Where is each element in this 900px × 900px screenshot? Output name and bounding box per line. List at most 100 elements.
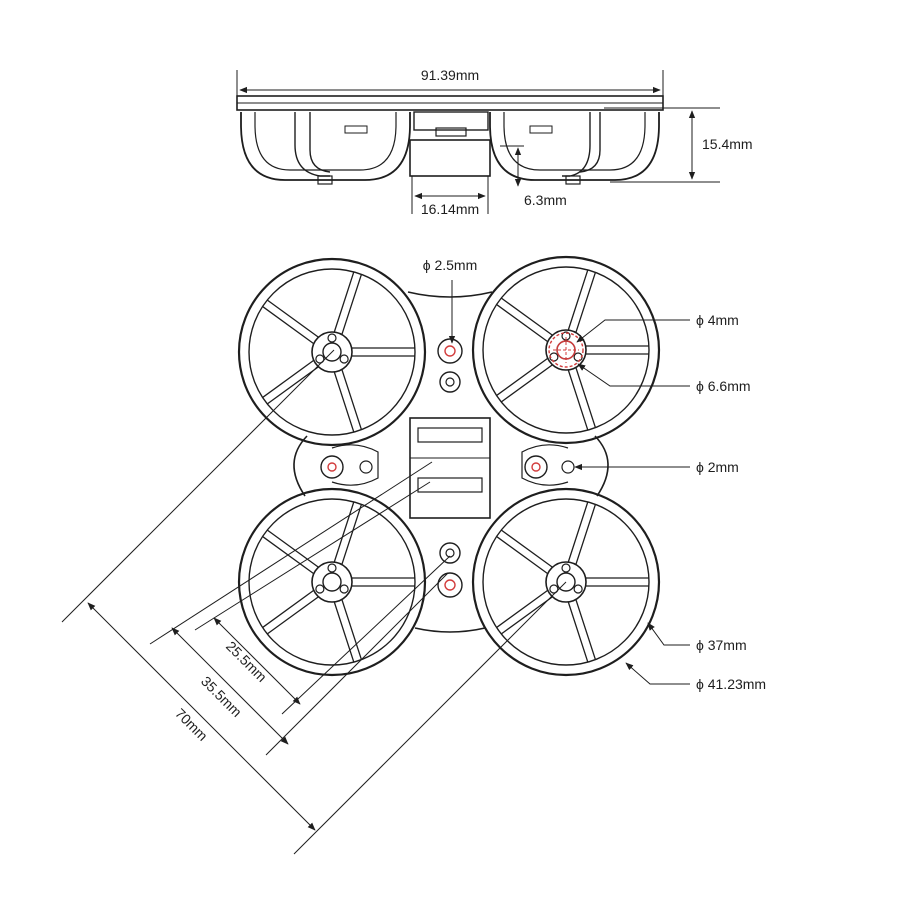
- motor-screw-hole-rear-left-2: [339, 584, 349, 594]
- diag-ext-25-5-end: [281, 555, 451, 715]
- phi-37-label: ϕ 37mm: [696, 637, 747, 653]
- body-bottom-edge: [414, 627, 486, 633]
- left-motor-arm-inner: [309, 112, 331, 173]
- left-duct-slot: [344, 125, 368, 134]
- phi-2-5-label: ϕ 2.5mm: [423, 257, 478, 273]
- duct-spoke-rear-right-3b: [575, 599, 597, 660]
- front-mount-hole: [444, 345, 456, 357]
- duct-inner-ring-rear-left: [248, 498, 416, 666]
- duct-spoke-front-right-1a: [575, 272, 597, 333]
- phi-2-label: ϕ 2mm: [696, 459, 739, 475]
- right-side-screw: [561, 460, 575, 474]
- phi-6-6-leader: [577, 363, 690, 387]
- body-top-edge: [407, 291, 493, 298]
- right-motor-arm-inner: [579, 112, 601, 173]
- duct-spoke-rear-right-1a: [575, 504, 597, 565]
- duct-spoke-front-right-5b: [496, 303, 548, 343]
- duct-spoke-front-left-3a: [333, 372, 355, 433]
- left-side-hole: [327, 462, 337, 472]
- right-side-arc: [594, 435, 609, 497]
- right-duct-guard-outer: [489, 112, 660, 181]
- diag-35-5-label: 35.5mm: [198, 673, 245, 720]
- front-screw-hole: [445, 377, 455, 387]
- diag-ext-70-end: [293, 581, 567, 855]
- diag-70-label: 70mm: [172, 705, 211, 744]
- motor-screw-hole-front-left-1: [327, 333, 337, 343]
- phi-4-leader: [576, 319, 690, 343]
- duct-spoke-rear-right-5b: [496, 535, 548, 575]
- duct-spoke-rear-right-1b: [567, 501, 589, 562]
- duct-spoke-rear-left-1b: [333, 501, 355, 562]
- rear-screw-boss: [439, 542, 461, 564]
- duct-spoke-front-right-4a: [496, 357, 548, 397]
- rear-screw-hole: [445, 548, 455, 558]
- front-screw-boss: [439, 371, 461, 393]
- battery-bay-connector: [435, 127, 467, 137]
- motor-screw-hole-rear-right-2: [573, 584, 583, 594]
- duct-depth-label: 6.3mm: [524, 192, 567, 208]
- duct-spoke-front-left-3b: [341, 369, 363, 430]
- left-duct-guard-inner: [254, 112, 397, 171]
- duct-spoke-rear-left-4a: [262, 589, 314, 629]
- duct-spoke-front-right-4b: [500, 364, 553, 403]
- right-side-mount: [521, 444, 569, 486]
- left-duct-guard-outer: [240, 112, 411, 181]
- motor-screw-hole-rear-right-1: [561, 563, 571, 573]
- duct-spoke-front-right-3a: [567, 370, 589, 431]
- duct-spoke-front-left-4a: [262, 359, 314, 399]
- left-side-arc: [293, 435, 308, 497]
- rear-mount-hole: [444, 579, 456, 591]
- diag-dim-25-5: [213, 617, 301, 705]
- duct-spoke-front-right-5a: [500, 297, 553, 336]
- duct-spoke-rear-right-4a: [496, 589, 548, 629]
- motor-shaft-hole-rear-left: [322, 572, 342, 592]
- right-motor-arm: [562, 112, 591, 177]
- battery-bay: [409, 139, 491, 177]
- phi-6-6-label: ϕ 6.6mm: [696, 378, 751, 394]
- right-side-hole: [531, 462, 541, 472]
- right-motor-foot: [565, 175, 581, 185]
- diag-dim-70: [87, 602, 316, 831]
- duct-spoke-rear-right-5a: [500, 529, 553, 568]
- motor-screw-hole-rear-left-3: [315, 584, 325, 594]
- duct-outer-ring-rear-right: [471, 487, 661, 677]
- duct-spoke-front-left-1a: [341, 274, 363, 335]
- front-mount-boss: [437, 338, 463, 364]
- duct-inner-ring-rear-right: [482, 498, 650, 666]
- right-duct-slot: [529, 125, 553, 134]
- duct-spoke-rear-left-1a: [341, 504, 363, 565]
- phi-4-label: ϕ 4mm: [696, 312, 739, 328]
- duct-spoke-front-left-1b: [333, 271, 355, 332]
- top-view: ϕ 2.5mm ϕ 4mm ϕ 6.6mm ϕ 2mm ϕ 37mm ϕ 41.…: [61, 255, 766, 855]
- duct-spoke-rear-left-3a: [333, 602, 355, 663]
- duct-outer-ring-front-left: [237, 257, 427, 447]
- left-motor-foot: [317, 175, 333, 185]
- battery-strap-2: [417, 477, 483, 493]
- diag-ext-70-start: [61, 349, 335, 623]
- right-side-boss: [524, 455, 548, 479]
- duct-spoke-front-right-3b: [575, 367, 597, 428]
- duct-spoke-front-left-4b: [266, 366, 319, 405]
- duct-spoke-front-left-5b: [262, 305, 314, 345]
- side-view: 91.39mm 16.14mm 6.3mm: [236, 67, 753, 217]
- duct-spoke-front-right-1b: [567, 269, 589, 330]
- right-duct-guard-inner: [503, 112, 646, 171]
- phi-41-23-leader: [625, 662, 690, 685]
- duct-inner-ring-front-left: [248, 268, 416, 436]
- battery-strap-1: [417, 427, 483, 443]
- left-motor-arm: [294, 112, 330, 177]
- phi-37-leader: [647, 622, 690, 646]
- duct-group: [237, 255, 661, 677]
- height-label: 15.4mm: [702, 136, 753, 152]
- battery-bay-top: [413, 111, 489, 131]
- motor-screw-hole-front-left-3: [315, 354, 325, 364]
- left-side-mount: [331, 444, 379, 486]
- duct-outer-ring-front-right: [471, 255, 661, 445]
- left-side-screw: [359, 460, 373, 474]
- overall-width-label: 91.39mm: [421, 67, 479, 83]
- duct-outer-ring-rear-left: [237, 487, 427, 677]
- motor-screw-hole-rear-left-1: [327, 563, 337, 573]
- motor-bolt-circle-highlight: [548, 332, 584, 368]
